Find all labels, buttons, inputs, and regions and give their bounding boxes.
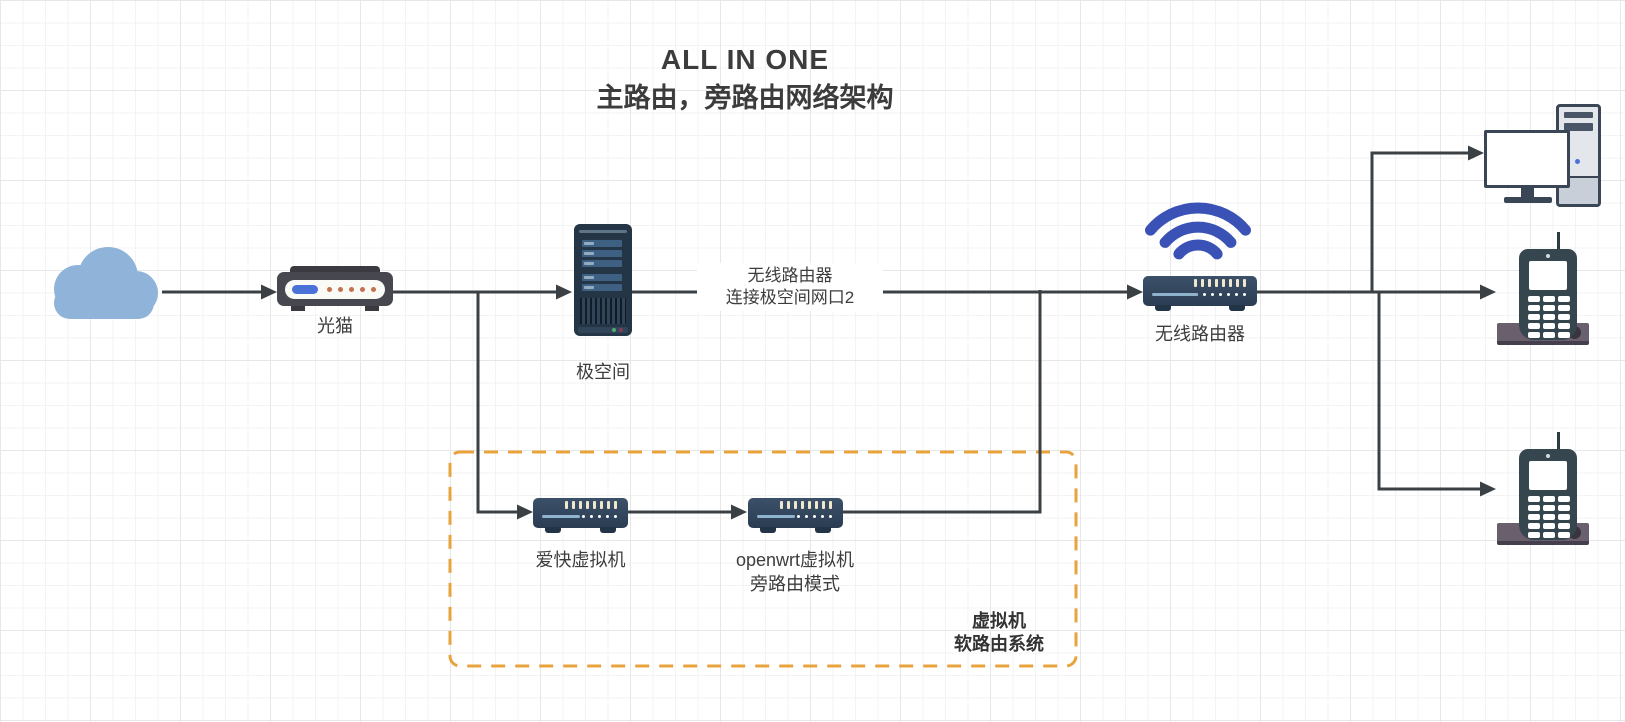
cloud-icon (54, 247, 158, 319)
phone-handset (1519, 249, 1577, 340)
phone-handset (1519, 449, 1577, 540)
modem-label: 光猫 (317, 316, 353, 336)
phone-keypad (1528, 496, 1570, 538)
nas-label: 极空间 (576, 362, 630, 382)
vm-group-box[interactable] (448, 450, 1078, 668)
arrowhead-ikuai (517, 504, 533, 520)
arrowhead-phone-2 (1480, 481, 1496, 497)
edge-junction-phone-2[interactable] (1377, 292, 1481, 491)
edge-label-line-1: 无线路由器 (747, 266, 833, 285)
router-ports (565, 501, 617, 509)
phone-node-1[interactable] (1495, 228, 1591, 348)
server-icon (574, 224, 632, 336)
phone-screen (1529, 261, 1567, 290)
modem-status-light (292, 285, 318, 294)
phone-screen (1529, 461, 1567, 490)
diagram-title: ALL IN ONE 主路由，旁路由网络架构 (445, 42, 1045, 118)
edge-modem-ikuai[interactable] (476, 292, 518, 514)
router-icon (748, 498, 843, 533)
power-light (1575, 159, 1580, 164)
server-led-green (612, 328, 616, 332)
vm-group-label-line-1: 虚拟机 (972, 611, 1026, 631)
arrowhead-modem (261, 284, 277, 300)
server-vent (580, 298, 626, 324)
router-icon (533, 498, 628, 533)
modem-led-dots (327, 287, 376, 292)
wireless-router-label: 无线路由器 (1155, 324, 1245, 344)
internet-cloud-node[interactable] (46, 245, 162, 321)
router-ports (1194, 279, 1246, 287)
edge-label-line-2: 连接极空间网口2 (725, 288, 855, 307)
edge-openwrt-join[interactable] (843, 290, 1042, 514)
router-icon (1143, 276, 1257, 311)
edge-label-nas-to-router: 无线路由器 连接极空间网口2 (697, 263, 883, 311)
monitor-icon (1484, 130, 1570, 188)
phone-keypad (1528, 296, 1570, 338)
openwrt-vm-label: openwrt虚拟机 旁路由模式 (715, 548, 875, 596)
phone-antenna (1557, 432, 1560, 452)
arrowhead-desktop (1468, 145, 1484, 161)
ikuai-vm-label: 爱快虚拟机 (535, 550, 626, 570)
arrowhead-wireless-router (1127, 284, 1143, 300)
arrowhead-nas (556, 284, 572, 300)
phone-node-2[interactable] (1495, 428, 1591, 548)
openwrt-vm-label-line-1: openwrt虚拟机 (735, 550, 855, 570)
wifi-signal-icon (1145, 202, 1251, 260)
title-line-2: 主路由，旁路由网络架构 (596, 83, 894, 113)
desktop-computer-icon (1484, 104, 1602, 208)
vm-group-label: 虚拟机 软路由系统 (906, 610, 1092, 656)
vm-group-label-line-2: 软路由系统 (954, 634, 1044, 654)
server-led-red (619, 328, 623, 332)
openwrt-vm-label-line-2: 旁路由模式 (750, 574, 840, 594)
arrowhead-phone-1 (1480, 284, 1496, 300)
edge-junction-desktop[interactable] (1370, 151, 1469, 292)
phone-antenna (1557, 232, 1560, 252)
arrowhead-openwrt (731, 504, 747, 520)
modem-icon (277, 266, 393, 312)
router-ports (780, 501, 832, 509)
title-line-1: ALL IN ONE (660, 44, 830, 75)
